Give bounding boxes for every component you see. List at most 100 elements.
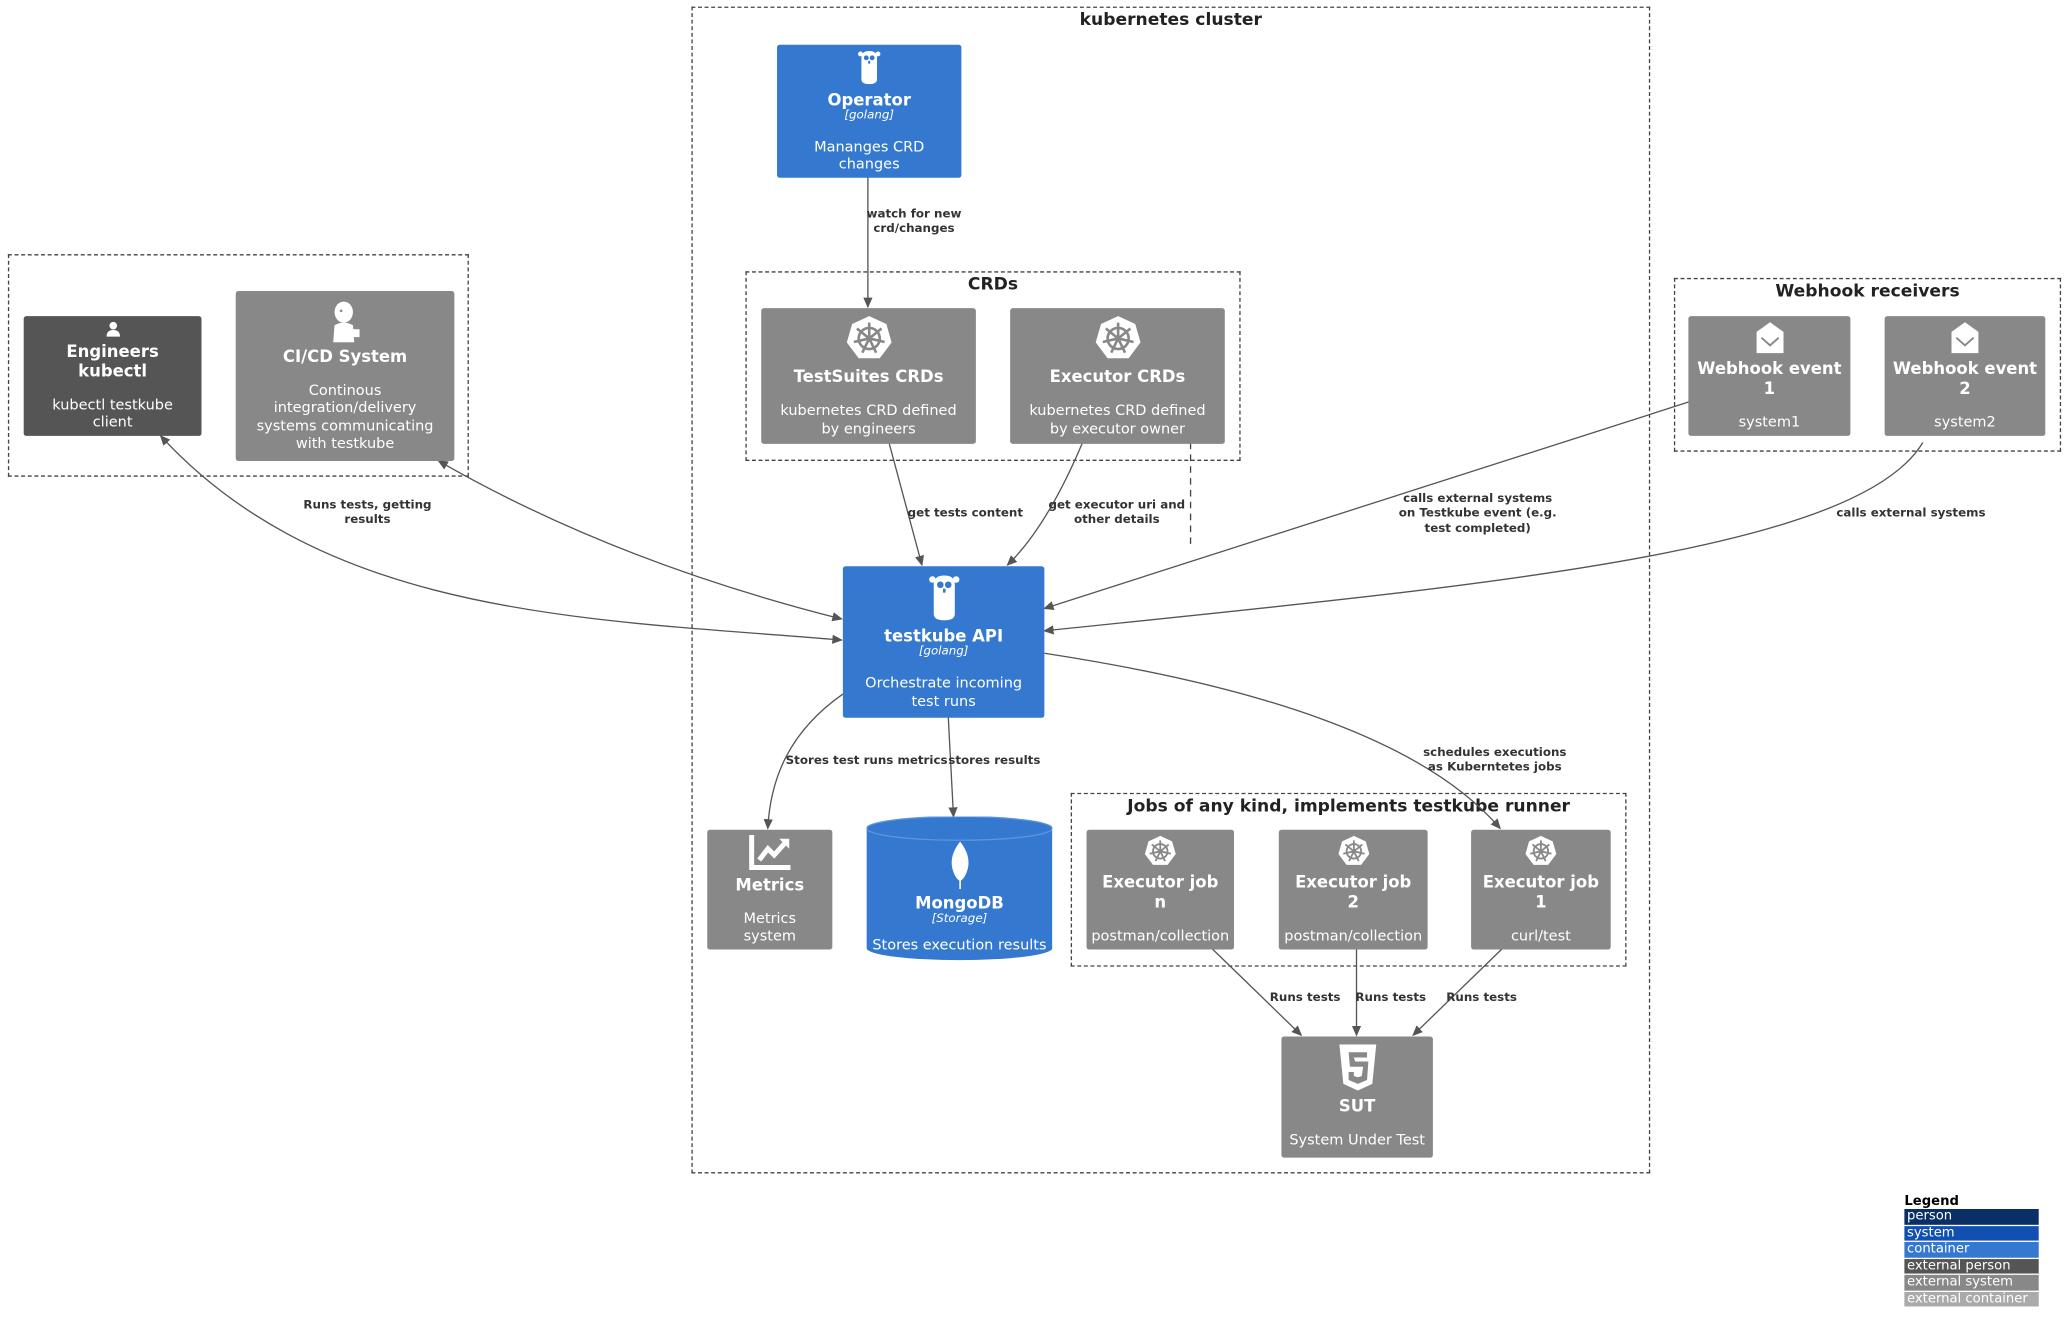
node-description: Mananges CRD changes bbox=[814, 137, 925, 173]
jobs-group: Jobs of any kind, implements testkube ru… bbox=[1070, 792, 1627, 967]
node-title: Executor job 1 bbox=[1482, 871, 1600, 912]
node-description: kubernetes CRD defined by executor owner bbox=[1029, 402, 1206, 437]
edge-label: Runs tests, getting results bbox=[303, 499, 432, 528]
kubernetes-icon bbox=[846, 316, 891, 359]
group-title: Webhook receivers bbox=[1775, 281, 1960, 302]
legend: Legend person system container external … bbox=[1904, 1194, 2039, 1308]
node-technology: [Storage] bbox=[931, 913, 988, 927]
node-webhook-event-2[interactable]: Webhook event 2 system2 bbox=[1884, 316, 2046, 436]
node-description: System Under Test bbox=[1289, 1131, 1425, 1149]
kubernetes-icon bbox=[1144, 835, 1176, 865]
node-title: Executor job n bbox=[1102, 871, 1219, 912]
html5-icon bbox=[1338, 1044, 1376, 1092]
node-title: SUT bbox=[1338, 1096, 1376, 1117]
edge-jobn-sut bbox=[1211, 947, 1303, 1037]
node-description: kubernetes CRD defined by engineers bbox=[780, 402, 957, 437]
edge-webhook1-api bbox=[1043, 401, 1690, 611]
node-description: system2 bbox=[1934, 413, 1996, 431]
edge-label: calls external systems bbox=[1836, 507, 1986, 521]
node-title: Executor CRDs bbox=[1049, 366, 1186, 387]
group-title: kubernetes cluster bbox=[1079, 10, 1262, 31]
node-technology: [golang] bbox=[918, 645, 969, 659]
edge-api-job1 bbox=[1044, 652, 1501, 830]
node-operator[interactable]: Operator [golang] Mananges CRD changes bbox=[777, 44, 962, 178]
node-testsuites-crds[interactable]: TestSuites CRDs kubernetes CRD defined b… bbox=[761, 308, 976, 444]
node-title: Operator bbox=[827, 89, 911, 109]
envelope-icon bbox=[1755, 322, 1783, 354]
node-title: TestSuites CRDs bbox=[793, 366, 944, 387]
edge-webhook2-api bbox=[1043, 442, 1924, 635]
edge-label: Stores test runs metrics bbox=[785, 754, 948, 768]
edge-job1-sut bbox=[1412, 947, 1504, 1037]
node-description: system1 bbox=[1738, 413, 1801, 431]
legend-item-external-person: external person bbox=[1904, 1258, 2039, 1274]
node-sut[interactable]: SUT System Under Test bbox=[1281, 1036, 1433, 1158]
group-title: CRDs bbox=[967, 275, 1019, 296]
node-title: CI/CD System bbox=[282, 346, 408, 367]
node-executor-job-n[interactable]: Executor job n postman/collection bbox=[1086, 829, 1235, 950]
edge-label: schedules executions as Kuberntetes jobs bbox=[1423, 746, 1567, 775]
node-metrics[interactable]: Metrics Metrics system bbox=[707, 829, 833, 950]
node-executor-crds[interactable]: Executor CRDs kubernetes CRD defined by … bbox=[1010, 308, 1225, 444]
node-webhook-event-1[interactable]: Webhook event 1 system1 bbox=[1688, 316, 1851, 436]
database-cylinder bbox=[866, 816, 1053, 961]
mongodb-leaf-icon bbox=[951, 842, 968, 890]
node-title: Webhook event 1 bbox=[1697, 357, 1842, 398]
node-cicd-system[interactable]: CI/CD System Continous integration/deliv… bbox=[235, 291, 455, 461]
webhook-receivers-group: Webhook receivers bbox=[1673, 277, 2062, 452]
kubernetes-icon bbox=[1337, 835, 1369, 865]
kubernetes-icon bbox=[1525, 835, 1557, 865]
crds-group: CRDs bbox=[745, 271, 1241, 461]
node-technology: [golang] bbox=[844, 108, 895, 122]
edge-label: Runs tests bbox=[1446, 991, 1517, 1005]
edge-api-metrics bbox=[763, 693, 844, 830]
legend-item-person: person bbox=[1904, 1209, 2039, 1225]
node-description: postman/collection bbox=[1091, 926, 1230, 945]
group-title: Jobs of any kind, implements testkube ru… bbox=[1127, 796, 1571, 817]
edge-label: get executor uri and other details bbox=[1048, 499, 1186, 528]
gopher-icon bbox=[928, 575, 959, 621]
node-description: curl/test bbox=[1510, 926, 1571, 945]
edge-api-mongo bbox=[947, 716, 958, 818]
edge-cicd-api bbox=[437, 460, 843, 622]
chart-icon bbox=[748, 834, 790, 871]
node-testkube-api[interactable]: testkube API [golang] Orchestrate incomi… bbox=[842, 566, 1045, 718]
edge-label: watch for new crd/changes bbox=[866, 208, 962, 237]
edge-label: stores results bbox=[948, 754, 1041, 768]
legend-item-container: container bbox=[1904, 1241, 2039, 1258]
edge-label: get tests content bbox=[907, 507, 1024, 521]
node-title: MongoDB bbox=[915, 893, 1004, 914]
edge-engineers-api bbox=[159, 434, 843, 644]
person-icon bbox=[105, 321, 120, 337]
legend-item-system: system bbox=[1904, 1225, 2039, 1241]
node-mongodb[interactable]: MongoDB [Storage] Stores execution resul… bbox=[866, 816, 1053, 962]
edge-label: calls external systems on Testkube event… bbox=[1398, 492, 1557, 536]
node-description: Metrics system bbox=[743, 909, 797, 945]
edge-label: Runs tests bbox=[1269, 991, 1341, 1005]
gopher-icon bbox=[858, 51, 881, 85]
edge-testsuites-api bbox=[888, 442, 924, 567]
node-executor-job-1[interactable]: Executor job 1 curl/test bbox=[1471, 829, 1611, 950]
node-description: Stores execution results bbox=[872, 936, 1047, 955]
node-title: Metrics bbox=[735, 873, 805, 894]
node-description: Orchestrate incoming test runs bbox=[865, 674, 1023, 710]
edge-label: Runs tests bbox=[1355, 991, 1427, 1005]
kubernetes-icon bbox=[1095, 316, 1140, 359]
node-executor-job-2[interactable]: Executor job 2 postman/collection bbox=[1278, 829, 1428, 950]
node-title: Engineers kubectl bbox=[66, 340, 159, 381]
legend-item-external-system: external system bbox=[1904, 1274, 2039, 1291]
node-title: Webhook event 2 bbox=[1892, 357, 2038, 398]
node-title: testkube API bbox=[884, 625, 1004, 646]
legend-title: Legend bbox=[1904, 1194, 1959, 1210]
node-engineers-kubectl[interactable]: Engineers kubectl kubectl testkube clien… bbox=[23, 316, 202, 436]
edge-executor-api bbox=[1006, 442, 1084, 566]
node-description: kubectl testkube client bbox=[52, 395, 173, 431]
node-title: Executor job 2 bbox=[1295, 871, 1412, 912]
legend-item-external-container: external container bbox=[1904, 1291, 2039, 1307]
node-description: Continous integration/delivery systems c… bbox=[256, 382, 434, 452]
node-description: postman/collection bbox=[1284, 926, 1423, 945]
jenkins-icon bbox=[333, 301, 360, 343]
envelope-icon bbox=[1951, 322, 1979, 354]
